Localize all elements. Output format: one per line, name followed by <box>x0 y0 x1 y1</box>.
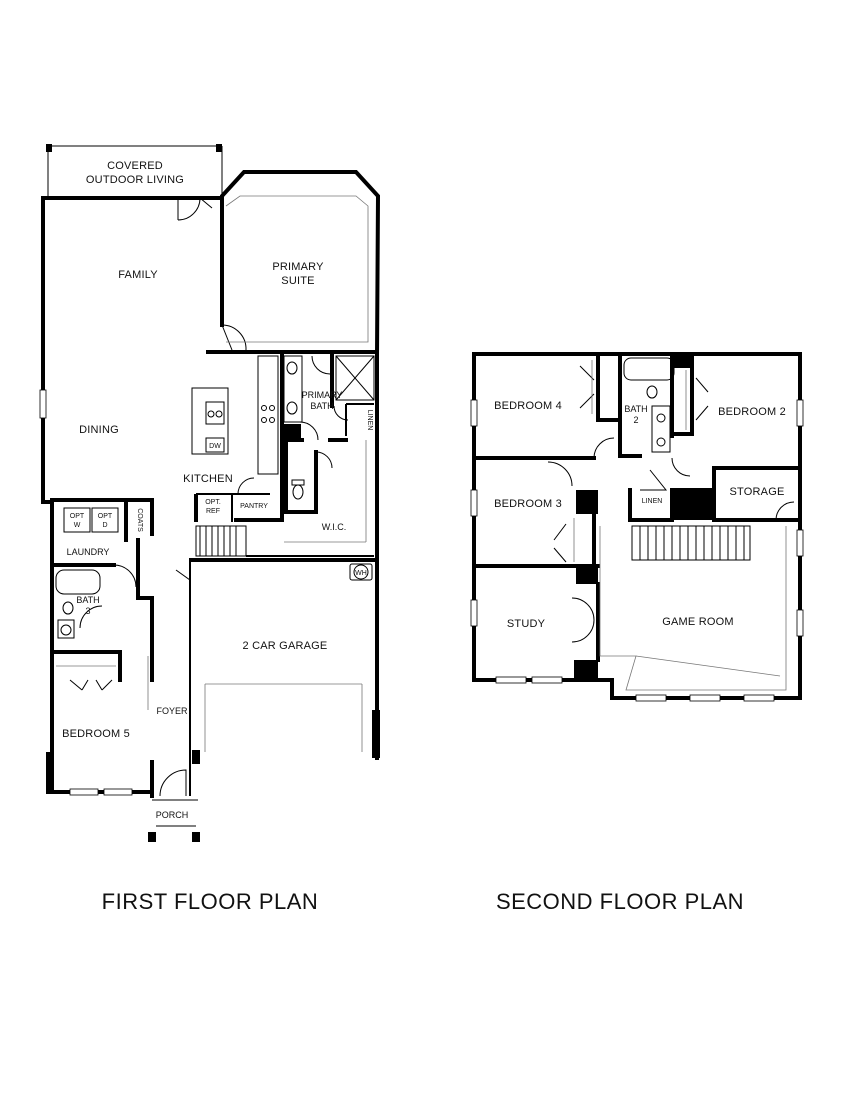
bath-3-area: BATH 3 <box>50 569 122 682</box>
primary-suite-label-2: SUITE <box>281 275 314 287</box>
game-room-area: GAME ROOM <box>599 526 787 691</box>
coats-label: COATS <box>136 508 143 532</box>
first-floor-exterior-walls: PORCH <box>39 170 381 842</box>
opt-w-label-1: OPT <box>70 513 85 520</box>
kitchen-label: KITCHEN <box>183 473 233 485</box>
bath3-label-1: BATH <box>76 595 99 605</box>
family-label: FAMILY <box>118 269 158 281</box>
dining-label: DINING <box>79 424 119 436</box>
porch-label: PORCH <box>156 810 189 820</box>
primary-bath-label-1: PRIMARY <box>302 390 343 400</box>
first-floor-title: FIRST FLOOR PLAN <box>102 889 319 914</box>
linen2-label: LINEN <box>642 498 663 505</box>
primary-bath-area: PRIMARY BATH LINEN W.I.C. <box>246 354 375 557</box>
covered-label-1: COVERED <box>107 160 163 172</box>
first-floor-plan: COVERED OUTDOOR LIVING <box>39 144 381 914</box>
pantry-label: PANTRY <box>240 503 268 510</box>
bedroom-3-area: BEDROOM 3 <box>472 461 600 584</box>
bedroom5-label: BEDROOM 5 <box>62 728 130 740</box>
kitchen-area: DW KITCHEN OPT. REF PANTRY <box>183 354 284 557</box>
garage-area: WH 2 CAR GARAGE FOYER <box>156 560 373 716</box>
opt-ref-label-2: REF <box>206 508 220 515</box>
primary-bath-label-2: BATH <box>310 401 333 411</box>
bedroom-5-area: BEDROOM 5 <box>62 596 154 740</box>
linen-label: LINEN <box>366 410 373 431</box>
dw-label: DW <box>209 443 221 450</box>
bedroom3-label: BEDROOM 3 <box>494 498 562 510</box>
opt-d-label-1: OPT <box>98 513 113 520</box>
second-floor-title: SECOND FLOOR PLAN <box>496 889 744 914</box>
wh-label: WH <box>355 570 367 577</box>
bedroom4-label: BEDROOM 4 <box>494 400 562 412</box>
storage-label: STORAGE <box>730 486 785 498</box>
study-label: STUDY <box>507 618 546 630</box>
primary-suite-label-1: PRIMARY <box>272 261 324 273</box>
first-floor-stairs <box>195 525 247 557</box>
second-floor-plan: BEDROOM 4 BATH 2 BEDROOM 2 <box>470 352 804 914</box>
laundry-area: OPT W OPT D COATS LAUNDRY <box>50 498 154 600</box>
opt-w-label-2: W <box>74 522 81 529</box>
second-floor-stairs <box>631 525 751 561</box>
bedroom-2-area: BEDROOM 2 <box>670 352 802 470</box>
wic-label: W.I.C. <box>322 522 347 532</box>
laundry-label: LAUNDRY <box>67 547 110 557</box>
opt-ref-label-1: OPT. <box>205 499 221 506</box>
bath2-label-2: 2 <box>633 415 638 425</box>
study-area: STUDY <box>507 582 600 680</box>
second-floor-exterior-walls <box>470 352 804 702</box>
bedroom2-label: BEDROOM 2 <box>718 406 786 418</box>
bath-2-area: BATH 2 <box>618 352 692 477</box>
linen-storage-area: LINEN STORAGE <box>628 466 802 561</box>
covered-outdoor-living: COVERED OUTDOOR LIVING <box>46 144 223 198</box>
garage-label: 2 CAR GARAGE <box>243 640 328 652</box>
covered-label-2: OUTDOOR LIVING <box>86 174 184 186</box>
bedroom-4-area: BEDROOM 4 <box>472 352 620 460</box>
opt-d-label-2: D <box>102 522 107 529</box>
bath2-label-1: BATH <box>624 404 647 414</box>
game-room-label: GAME ROOM <box>662 616 733 628</box>
foyer-label: FOYER <box>156 706 188 716</box>
